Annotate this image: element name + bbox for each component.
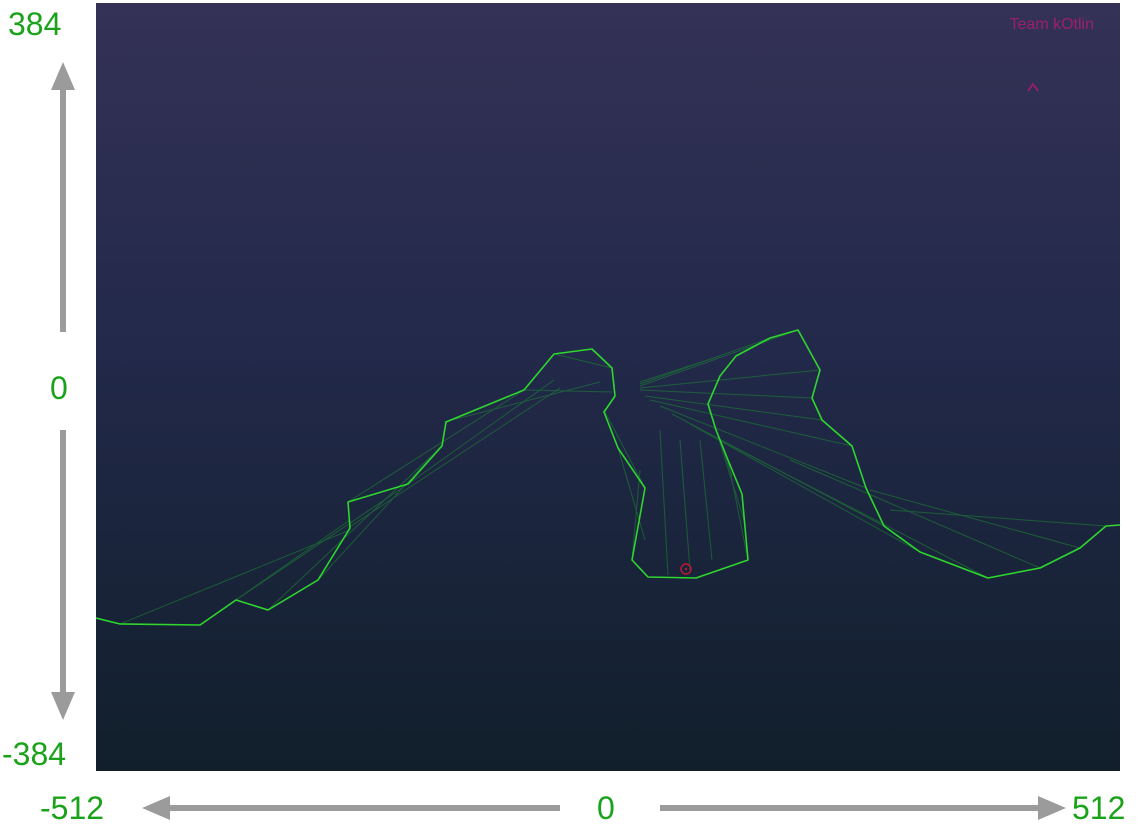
y-axis-bottom-label: -384 — [2, 736, 67, 772]
lander-marker — [680, 563, 692, 575]
terrain-outline — [96, 329, 1120, 626]
x-axis-mid-label: 0 — [597, 790, 615, 826]
player-ship-icon — [1027, 82, 1039, 92]
y-axis-top-label: 384 — [8, 6, 62, 42]
y-axis-mid-label: 0 — [50, 370, 68, 406]
team-name: Team kOtlin — [1010, 16, 1094, 33]
x-axis-left-label: -512 — [40, 790, 105, 826]
x-axis-right-label: 512 — [1072, 790, 1126, 826]
game-viewport[interactable]: Team kOtlin — [96, 3, 1120, 771]
sky-background — [96, 3, 1120, 771]
